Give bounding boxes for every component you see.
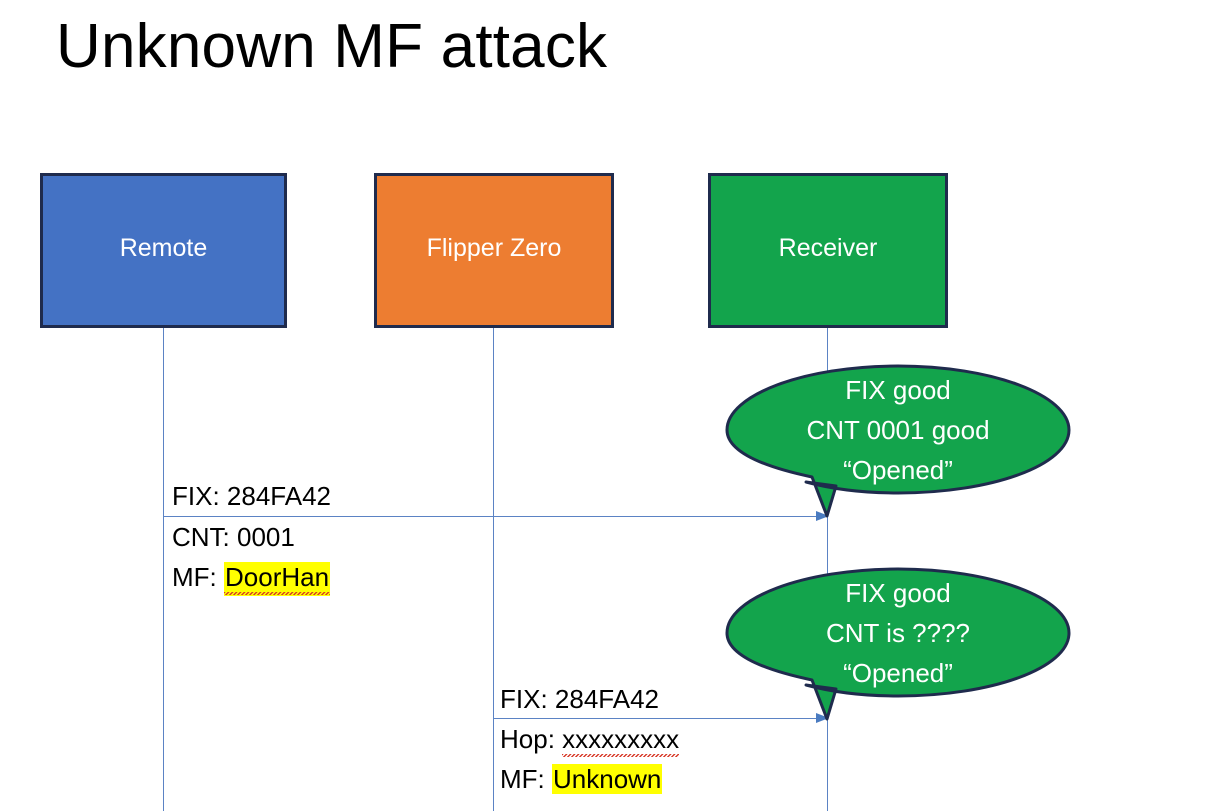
message-2-line-3-value: Unknown (552, 764, 663, 794)
callout-bubble-1-shape (725, 364, 1071, 518)
message-2-line-1-label: FIX: (500, 684, 555, 714)
lifeline-remote (163, 327, 164, 811)
message-1-line-2: CNT: 0001 (172, 517, 295, 557)
message-2-line-2-label: Hop: (500, 724, 563, 754)
lifeline-flipper (493, 327, 494, 811)
message-1-line-1-value: 284FA42 (226, 481, 331, 511)
message-2-line-3-label: MF: (500, 764, 552, 794)
actor-label-receiver: Receiver (778, 234, 878, 262)
callout-bubble-1[interactable]: FIX good CNT 0001 good “Opened” (724, 364, 1072, 518)
message-2-line-1-value: 284FA42 (554, 684, 659, 714)
callout-bubble-2[interactable]: FIX good CNT is ???? “Opened” (724, 567, 1072, 721)
actor-label-remote: Remote (119, 234, 208, 262)
lifeline-receiver (827, 327, 828, 811)
message-1-line-3-value: DoorHan (224, 562, 331, 596)
actor-box-receiver[interactable]: Receiver (708, 173, 948, 328)
message-1-line-3-label: MF: (172, 562, 224, 592)
message-1-line-3: MF: DoorHan (172, 557, 331, 597)
message-2-line-2-value: xxxxxxxxx (562, 724, 680, 758)
message-1-line-2-value: 0001 (237, 522, 295, 552)
message-arrow-1 (164, 511, 829, 521)
actor-box-flipper[interactable]: Flipper Zero (374, 173, 614, 328)
message-2-line-2: Hop: xxxxxxxxx (500, 719, 680, 759)
actor-box-remote[interactable]: Remote (40, 173, 287, 328)
message-arrow-2 (494, 713, 829, 723)
message-1-line-1: FIX: 284FA42 (172, 476, 331, 516)
callout-bubble-2-shape (725, 567, 1071, 721)
message-2-line-1: FIX: 284FA42 (500, 679, 659, 719)
message-2-line-3: MF: Unknown (500, 759, 663, 799)
message-1-line-2-label: CNT: (172, 522, 237, 552)
page-title: Unknown MF attack (56, 12, 608, 81)
message-1-line-1-label: FIX: (172, 481, 227, 511)
actor-label-flipper: Flipper Zero (426, 234, 562, 262)
